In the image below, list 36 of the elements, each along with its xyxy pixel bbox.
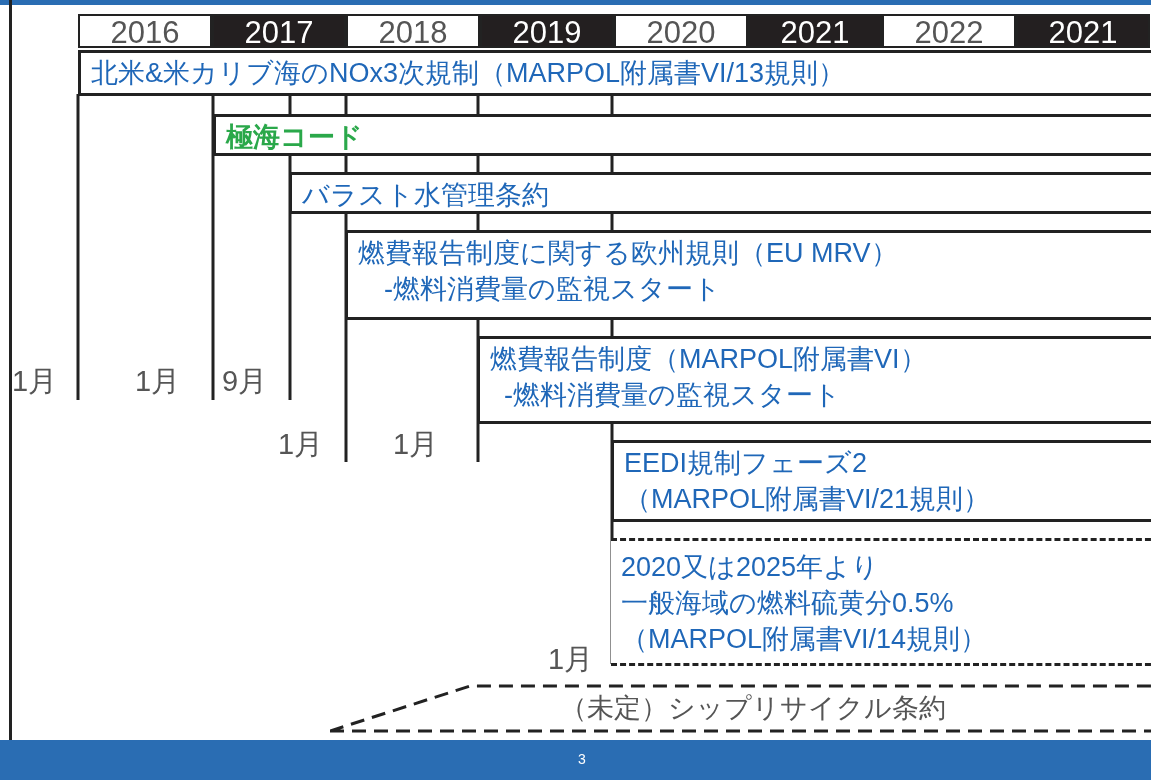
bar-title: 燃費報告制度に関する欧州規則（EU MRV） xyxy=(358,237,899,270)
timeline-bar xyxy=(477,336,1151,424)
year-header: 2021 xyxy=(1016,14,1150,48)
timeline-bar xyxy=(213,114,1151,156)
dashed-timeline-bar xyxy=(611,538,1151,666)
bar-title: 極海コード xyxy=(226,121,364,154)
year-header: 2021 xyxy=(748,14,882,48)
bar-subtitle: -燃料消費量の監視スタート xyxy=(383,273,722,306)
timeline-bar xyxy=(611,440,1151,522)
month-label: 9月 xyxy=(222,364,268,399)
timeline-bar xyxy=(289,172,1151,214)
page-number: 3 xyxy=(578,751,586,767)
year-header: 2017 xyxy=(212,14,346,48)
month-label: 1月 xyxy=(12,364,58,399)
month-label: 1月 xyxy=(135,364,181,399)
bar-title: 北米&米カリブ海のNOx3次規制（MARPOL附属書VI/13規則） xyxy=(91,57,847,90)
bar-subtitle: -燃料消費量の監視スタート xyxy=(503,379,842,412)
bar-subtitle: 一般海域の燃料硫黄分0.5% xyxy=(621,587,955,620)
month-label: 1月 xyxy=(278,427,324,462)
month-label: 1月 xyxy=(548,642,594,677)
year-header: 2018 xyxy=(346,14,480,48)
month-label: 1月 xyxy=(393,427,439,462)
year-header: 2022 xyxy=(882,14,1016,48)
dashed-timeline-bar xyxy=(330,684,1151,734)
timeline-bar xyxy=(78,50,1151,96)
bar-title: （未定）シップリサイクル条約 xyxy=(560,692,947,725)
year-header: 2019 xyxy=(480,14,614,48)
timeline-bar xyxy=(345,230,1151,320)
year-header: 2016 xyxy=(78,14,212,48)
bar-subtitle: （MARPOL附属書VI/21規則） xyxy=(624,483,992,516)
bar-title: 2020又は2025年より xyxy=(621,551,881,584)
bar-title: 燃費報告制度（MARPOL附属書VI） xyxy=(490,343,928,376)
year-header: 2020 xyxy=(614,14,748,48)
bar-title: EEDI規制フェーズ2 xyxy=(624,447,869,480)
bar-title: バラスト水管理条約 xyxy=(302,179,550,212)
bar-subtitle: （MARPOL附属書VI/14規則） xyxy=(621,623,989,656)
